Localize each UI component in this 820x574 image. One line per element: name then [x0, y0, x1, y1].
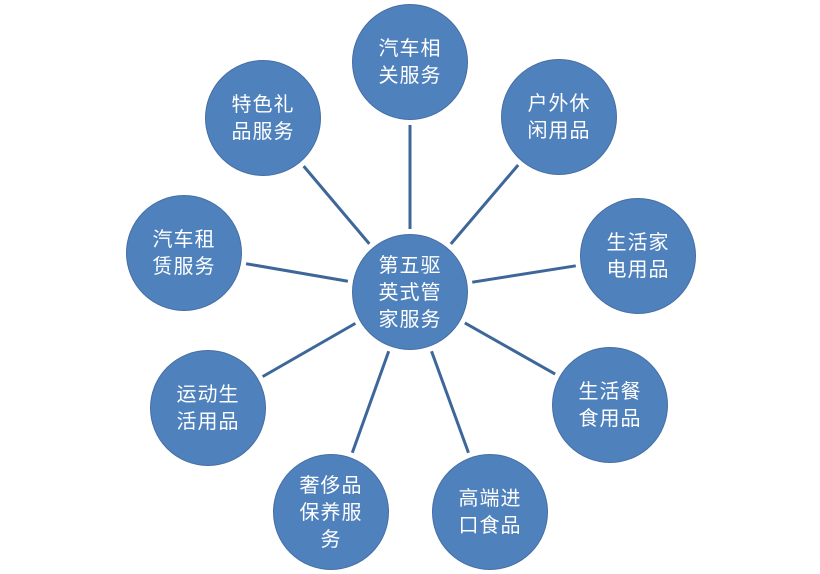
service-label: 户外休闲用品 — [527, 91, 591, 142]
service-node: 高端进口食品 — [432, 454, 548, 570]
service-label: 汽车租赁服务 — [152, 227, 216, 278]
service-node: 运动生活用品 — [150, 350, 266, 466]
service-node: 生活餐食用品 — [552, 347, 668, 463]
service-label: 运动生活用品 — [176, 382, 240, 433]
service-node: 汽车相关服务 — [352, 4, 468, 120]
service-node: 特色礼品服务 — [205, 60, 321, 176]
center-node: 第五驱英式管家服务 — [352, 234, 468, 350]
service-node: 奢侈品保养服务 — [273, 454, 389, 570]
service-label: 生活餐食用品 — [578, 379, 642, 430]
service-label: 汽车相关服务 — [378, 36, 442, 87]
connector-line — [302, 165, 371, 245]
connector-line — [350, 350, 391, 454]
connector-line — [261, 322, 357, 378]
service-label: 生活家电用品 — [606, 230, 670, 281]
connector-line — [245, 262, 349, 283]
service-node: 汽车租赁服务 — [126, 195, 242, 311]
service-label: 高端进口食品 — [458, 486, 522, 537]
connector-line — [430, 350, 470, 454]
service-label: 特色礼品服务 — [231, 92, 295, 143]
service-label: 奢侈品保养服务 — [299, 472, 363, 551]
connector-line — [471, 264, 577, 284]
center-label: 第五驱英式管家服务 — [378, 252, 442, 331]
service-node: 户外休闲用品 — [501, 59, 617, 175]
connector-line — [449, 163, 520, 246]
service-node: 生活家电用品 — [580, 198, 696, 314]
connector-line — [464, 321, 556, 376]
